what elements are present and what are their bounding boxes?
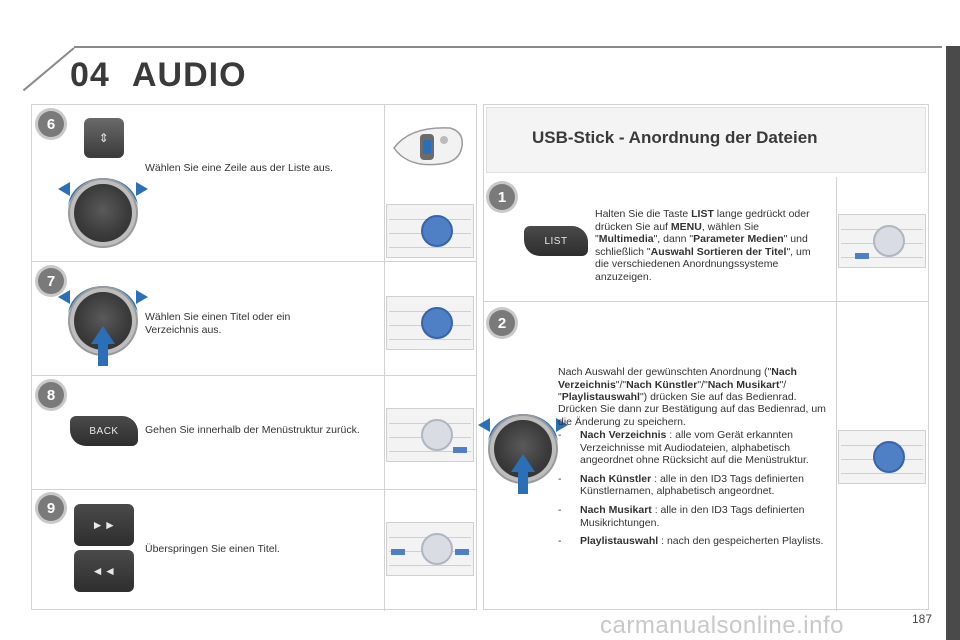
chapter-number: 04	[70, 56, 110, 94]
back-button-icon: BACK	[70, 416, 138, 446]
watermark: carmanualsonline.info	[600, 612, 844, 639]
usb-section-title: USB-Stick - Anordnung der Dateien	[532, 128, 818, 147]
rotate-arrow-icon	[58, 178, 148, 208]
left-column-divider	[384, 105, 385, 611]
press-arrow-icon	[511, 454, 535, 472]
row-divider	[484, 301, 928, 302]
radio-panel-icon	[838, 214, 926, 268]
step-8-badge: 8	[38, 382, 64, 408]
radio-panel-icon	[838, 430, 926, 484]
list-item: -Playlistauswahl : nach den gespeicherte…	[558, 535, 824, 548]
next-track-icon: ►►	[74, 504, 134, 546]
step-2-confirm: Drücken Sie dann zur Bestätigung auf das…	[558, 403, 826, 428]
list-item: -Nach Musikart : alle in den ID3 Tags de…	[558, 503, 805, 529]
step-2-intro: Nach Auswahl der gewünschten Anordnung (…	[558, 366, 797, 404]
step-8-text: Gehen Sie innerhalb der Menüstruktur zur…	[145, 424, 360, 436]
step-1-text: Halten Sie die Taste LIST lange gedrückt…	[595, 208, 811, 283]
press-arrow-stem	[518, 472, 528, 494]
list-button-icon: LIST	[524, 226, 588, 256]
step-6-text: Wählen Sie eine Zeile aus der Liste aus.	[145, 162, 333, 174]
radio-panel-icon	[386, 296, 474, 350]
radio-panel-icon	[386, 408, 474, 462]
chapter-side-bar	[946, 46, 960, 640]
header-rule	[74, 46, 942, 48]
chapter-title: AUDIO	[132, 56, 247, 94]
right-column-divider	[836, 177, 837, 611]
previous-track-icon: ◄◄	[74, 550, 134, 592]
right-steps-panel	[483, 104, 929, 611]
rotate-arrow-icon	[58, 286, 148, 316]
press-arrow-stem	[98, 344, 108, 366]
scroll-wheel-icon: ⇕	[84, 118, 124, 158]
row-divider	[32, 375, 476, 376]
sort-option-list: -Nach Verzeichnis : alle vom Gerät erkan…	[558, 429, 830, 548]
step-7-text: Wählen Sie einen Titel oder ein Verzeich…	[145, 311, 291, 336]
radio-panel-icon	[386, 204, 474, 258]
header-diagonal-rule	[22, 47, 75, 92]
row-divider	[32, 261, 476, 262]
step-9-text: Überspringen Sie einen Titel.	[145, 543, 280, 555]
step-9-badge: 9	[38, 495, 64, 521]
page-number: 187	[912, 612, 933, 626]
list-item: -Nach Künstler : alle in den ID3 Tags de…	[558, 472, 804, 498]
press-arrow-icon	[91, 326, 115, 344]
radio-panel-icon	[386, 522, 474, 576]
step-1-badge: 1	[489, 184, 515, 210]
rotate-arrow-icon	[478, 414, 568, 444]
usb-heading-box	[486, 107, 926, 173]
rotary-knob-icon	[74, 184, 132, 242]
step-7-badge: 7	[38, 268, 64, 294]
step-6-badge: 6	[38, 111, 64, 137]
steering-control-icon	[393, 127, 463, 166]
row-divider	[32, 489, 476, 490]
step-2-badge: 2	[489, 310, 515, 336]
list-item: -Nach Verzeichnis : alle vom Gerät erkan…	[558, 429, 809, 467]
